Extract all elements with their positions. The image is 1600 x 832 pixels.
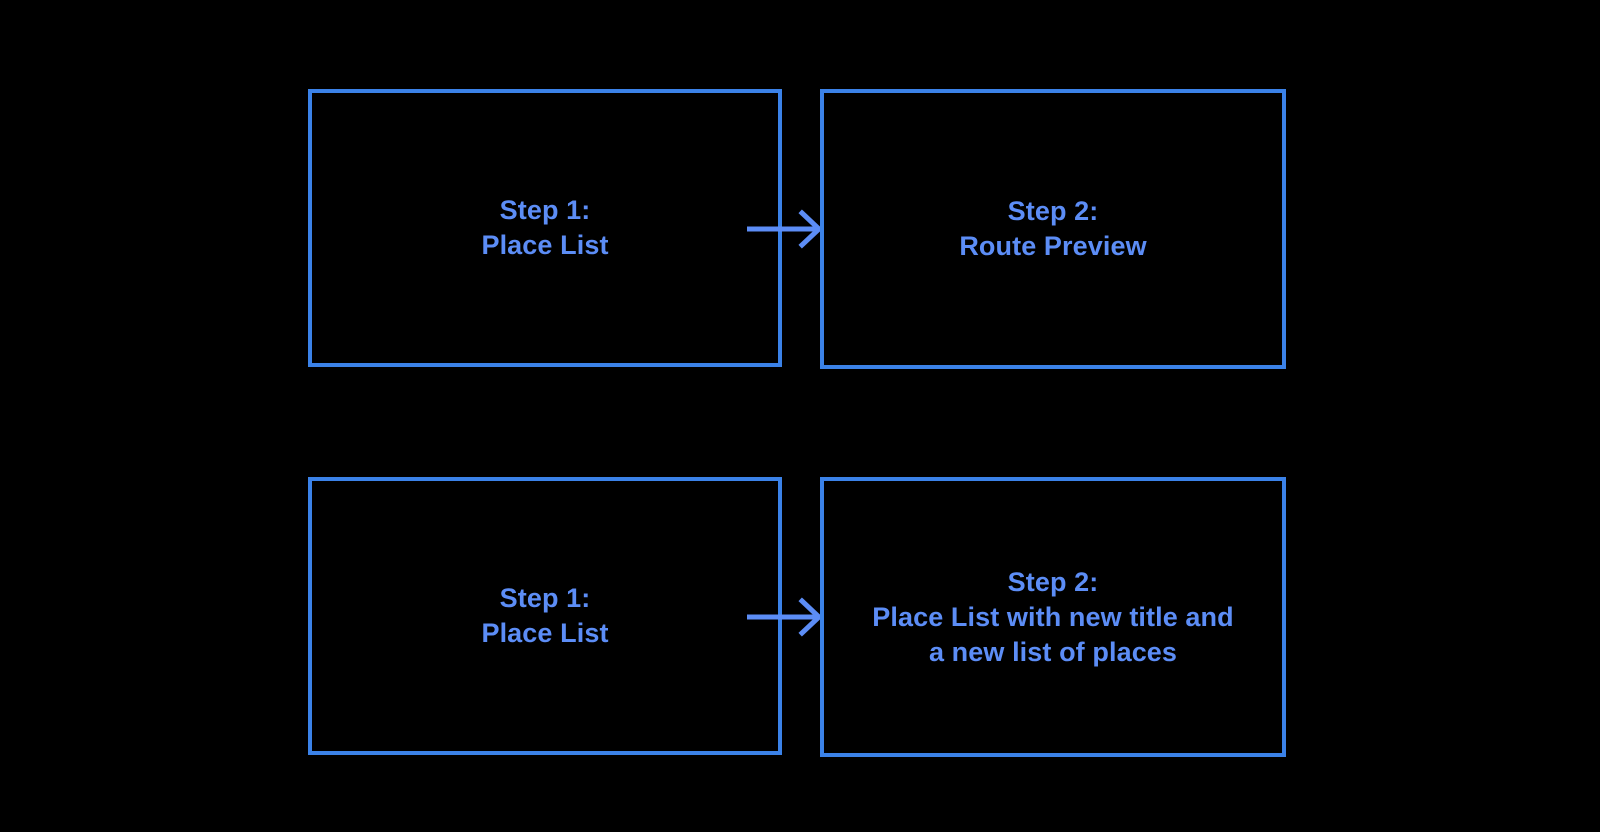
step-box-label: Step 1: Place List [481, 195, 609, 260]
step-box-step-2-route-preview[interactable]: Step 2: Route Preview [820, 89, 1286, 369]
step-box-label: Step 2: Place List with new title and a … [872, 566, 1234, 667]
step-box-step-1-place-list[interactable]: Step 1: Place List [308, 477, 782, 755]
flow-row-route-preview: Step 1: Place List Step 2: Route Preview [0, 78, 1600, 378]
step-box-label: Step 2: Route Preview [959, 196, 1147, 261]
flow-row-place-list-update: Step 1: Place List Step 2: Place List wi… [0, 466, 1600, 766]
step-box-step-1-place-list[interactable]: Step 1: Place List [308, 89, 782, 367]
step-box-label: Step 1: Place List [481, 583, 609, 648]
step-box-step-2-place-list-updated[interactable]: Step 2: Place List with new title and a … [820, 477, 1286, 757]
